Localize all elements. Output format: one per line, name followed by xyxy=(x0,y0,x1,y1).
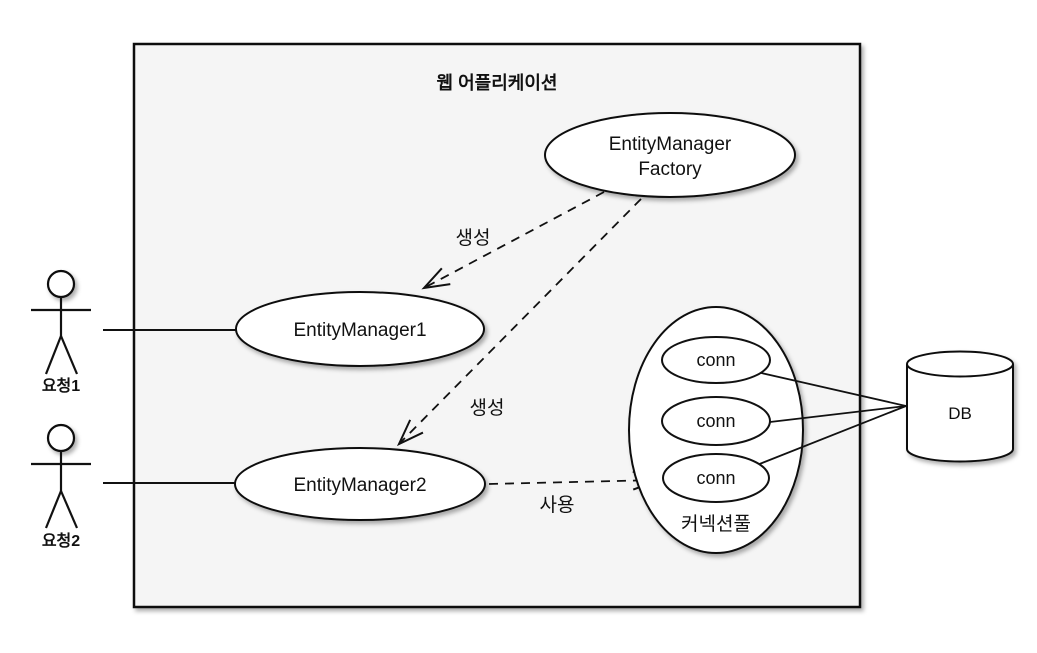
node-entitymanager1: EntityManager1 xyxy=(235,291,485,367)
conn3-ellipse xyxy=(662,453,770,503)
node-connection-pool: conn conn conn 커넥션풀 xyxy=(628,306,907,554)
database-label: DB xyxy=(948,404,972,423)
conn1-label: conn xyxy=(696,350,735,370)
actor2-left-leg xyxy=(44,490,63,529)
conn2-ellipse xyxy=(661,396,771,446)
entitymanager1-ellipse xyxy=(235,291,485,367)
actor2-label: 요청2 xyxy=(42,531,80,550)
edge-conn3-db xyxy=(756,405,907,466)
edge-conn1-db xyxy=(756,371,907,407)
edge-em2-conn-dashed-arrow xyxy=(488,470,661,491)
edge-label-create-1: 생성 xyxy=(456,227,491,249)
conn3-label: conn xyxy=(696,468,735,488)
conn1-ellipse xyxy=(661,336,771,384)
entitymanager2-ellipse xyxy=(234,447,486,521)
node-database: DB xyxy=(906,350,1014,463)
actor1-head xyxy=(46,269,76,299)
diagram-title: 웹 어플리케이션 xyxy=(437,73,558,93)
connection-pool-label: 커넥션풀 xyxy=(681,513,751,535)
actor1-label: 요청1 xyxy=(42,376,80,395)
edge-factory-em1-dashed-arrow xyxy=(421,191,605,290)
conn2-label: conn xyxy=(696,411,735,431)
entitymanager1-label: EntityManager1 xyxy=(293,320,426,341)
node-entitymanager2: EntityManager2 xyxy=(234,447,486,521)
database-cylinder-body xyxy=(906,364,1014,463)
edge-label-use: 사용 xyxy=(540,494,575,516)
entitymanager2-label: EntityManager2 xyxy=(293,475,426,496)
actor1-right-leg xyxy=(59,335,79,375)
actor1-left-leg xyxy=(44,335,63,375)
actor-request1: 요청1 xyxy=(31,269,91,395)
database-cylinder-top xyxy=(906,350,1014,378)
edge-conn2-db xyxy=(769,405,907,423)
actor2-right-leg xyxy=(59,490,79,529)
factory-label-line2: Factory xyxy=(638,159,702,180)
actor2-head xyxy=(46,423,76,453)
factory-label-line1: EntityManager xyxy=(609,134,732,155)
entitymanager-factory-ellipse xyxy=(544,112,796,198)
node-entitymanager-factory: EntityManager Factory xyxy=(544,112,796,198)
actor-request2: 요청2 xyxy=(31,423,91,550)
edge-label-create-2: 생성 xyxy=(470,397,505,419)
